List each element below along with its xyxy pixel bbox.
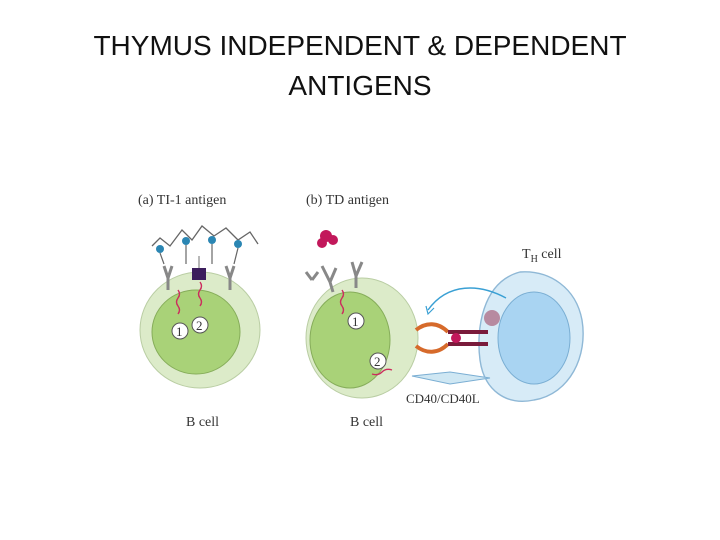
cd4-molecule	[484, 310, 500, 326]
panel-b-label: (b) TD antigen	[306, 193, 389, 208]
panel-b-step-2: 2	[374, 354, 381, 369]
bcr-receptor	[320, 265, 338, 293]
diagram-svg: (a) TI-1 antigen	[138, 193, 584, 430]
antigen-epitope-dot	[182, 237, 190, 245]
bcr-receptor	[162, 265, 174, 290]
panel-a-step-2: 2	[196, 318, 203, 333]
antigen-epitope-dot	[208, 236, 216, 244]
panel-a-b-cell-label: B cell	[186, 415, 219, 430]
th-cell-nucleus	[497, 291, 571, 385]
title-line-1: THYMUS INDEPENDENT & DEPENDENT	[93, 30, 627, 61]
cytokine-arc	[427, 287, 507, 311]
bcr-receptor	[350, 261, 364, 288]
panel-b-step-1: 1	[352, 314, 359, 329]
signal-arrow	[371, 368, 393, 376]
cd40-label: CD40/CD40L	[406, 391, 480, 406]
panel-a-step-1: 1	[176, 324, 183, 339]
antigen-epitope-dot	[234, 240, 242, 248]
panel-b-b-cell-label: B cell	[350, 415, 383, 430]
signal-arrow	[197, 281, 203, 307]
panel-a: (a) TI-1 antigen	[138, 193, 261, 430]
mhc-complex	[448, 330, 488, 334]
b-cell-b-nucleus	[309, 291, 391, 389]
slide-title: THYMUS INDEPENDENT & DEPENDENT ANTIGENS	[40, 26, 680, 106]
panel-a-label: (a) TI-1 antigen	[138, 193, 226, 208]
antigen-diagram: (a) TI-1 antigen	[130, 180, 600, 440]
bcr-receptor	[224, 265, 236, 290]
panel-b: (b) TD antigen 1 2 TH cell	[304, 193, 584, 430]
signal-arrow	[175, 289, 181, 315]
title-line-2: ANTIGENS	[288, 70, 432, 101]
tlr-receptor	[192, 268, 206, 280]
antigen-epitope-dot	[156, 245, 164, 253]
th-cell-label: TH cell	[522, 247, 562, 265]
signal-arrow	[339, 289, 345, 315]
cd40-cd40l	[411, 371, 491, 385]
tcr-complex	[414, 322, 450, 354]
ti1-antigen-polymer	[151, 225, 259, 247]
peptide	[451, 333, 461, 343]
